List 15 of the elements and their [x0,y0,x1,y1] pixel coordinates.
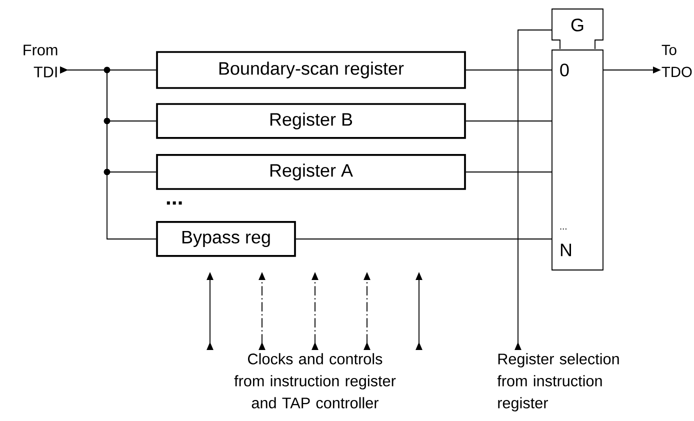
gate-box: G [552,8,604,50]
arrow [514,30,552,350]
input-label: From TDI [24,44,58,78]
register-box: Boundary-scan register [156,51,466,89]
register-box: Register A [156,154,466,190]
connector-line [295,238,552,240]
output-label: To TDO [662,44,692,78]
multiplexer-box: 0 ... N [552,50,604,270]
register-box: Register B [156,103,466,139]
caption: Register selection from instruction register [497,353,619,412]
caption: Clocks and controls from instruction register and TAP controller [234,353,396,408]
connector-line [465,120,552,122]
register-box: Bypass reg [156,221,296,257]
arrow [60,66,157,240]
ellipsis: ... [166,201,182,205]
